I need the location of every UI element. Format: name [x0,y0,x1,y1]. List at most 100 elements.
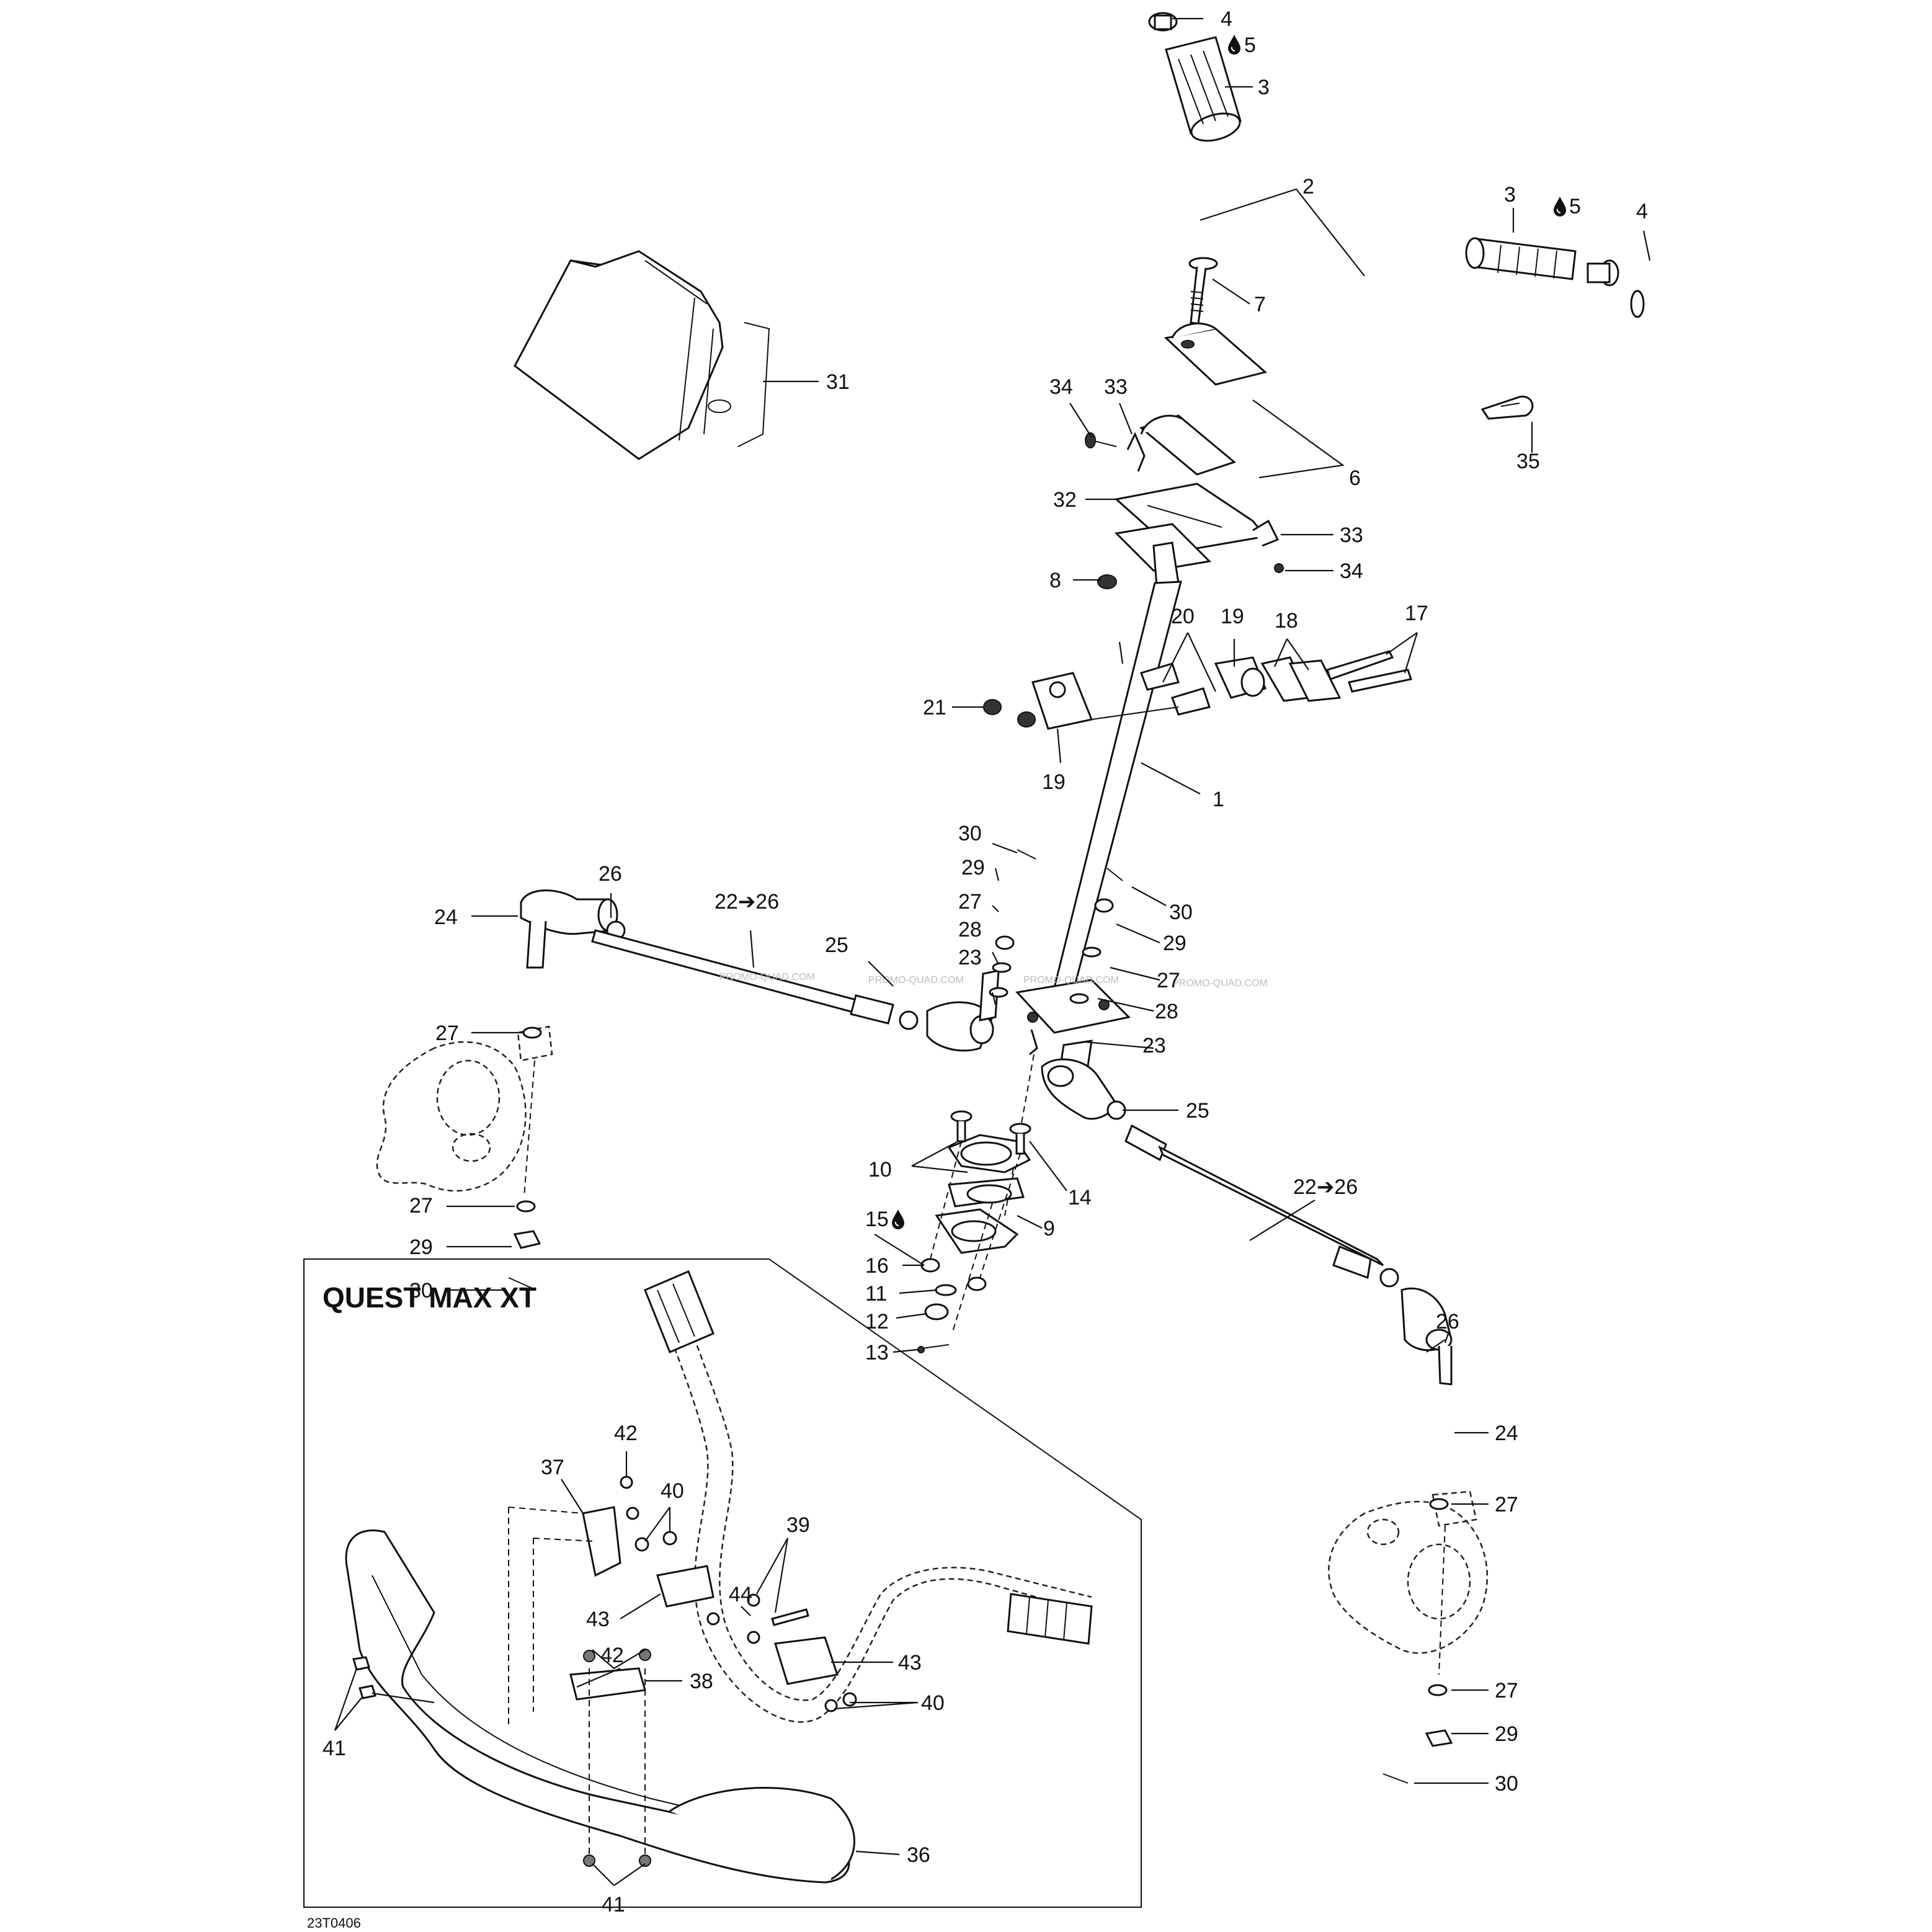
callout-7: 7 [1254,293,1266,316]
callout-34-top: 34 [1049,375,1073,399]
callout-28-right: 28 [1155,1000,1178,1023]
callout-35: 35 [1516,450,1540,473]
tie-rod-right-part-22 [1041,1039,1453,1386]
callout-26-right: 26 [1436,1310,1459,1333]
callout-27-knuckle-right-top: 27 [1495,1493,1518,1516]
callout-29-upper-right: 29 [1163,932,1186,955]
grip-part-3-top [1148,12,1242,142]
steering-knuckle-left [376,1025,553,1198]
handlebar-clamp-part-6 [1139,323,1268,476]
callout-26-left: 26 [599,862,622,886]
callout-27-knuckle-bottom-left: 27 [409,1194,433,1218]
drawing-code: 23T0406 [307,1915,361,1931]
callout-4-top: 4 [1221,7,1232,31]
callout-22-26-right: 22➔26 [1293,1175,1358,1199]
callout-29-upper-left: 29 [961,856,985,879]
handlebar-part-2 [1099,14,1649,461]
callout-18: 18 [1275,609,1298,633]
callout-4-right: 4 [1636,200,1648,223]
callout-27-upper-left: 27 [958,890,982,914]
callout-41-left: 41 [323,1737,346,1760]
callout-1: 1 [1213,788,1224,811]
callout-27-knuckle-right-bottom: 27 [1495,1679,1518,1703]
callout-29-knuckle-right: 29 [1495,1722,1518,1746]
watermarks: PROMO-QUAD.COM PROMO-QUAD.COM PROMO-QUAD… [719,972,1268,989]
callout-30-knuckle-bottom-left: 30 [409,1279,433,1302]
callout-28-left: 28 [958,918,982,942]
watermark-text: PROMO-QUAD.COM [868,975,964,986]
callout-30-upper-right: 30 [1169,901,1193,924]
callout-16: 16 [865,1254,889,1278]
callout-42-mid: 42 [600,1644,624,1667]
callout-41-bottom: 41 [602,1893,625,1916]
callout-31: 31 [826,370,850,394]
grip-part-3-right [1465,237,1619,287]
inset-quest-max-xt: QUEST MAX XT [303,1258,1142,1908]
callout-20: 20 [1171,605,1195,628]
callout-43-left: 43 [586,1608,610,1631]
callout-3-right: 3 [1504,183,1516,207]
callout-24-right: 24 [1495,1422,1518,1445]
callout-22-26-left: 22➔26 [714,890,779,914]
callout-42-top: 42 [614,1422,638,1445]
tie-rod-left-part-22 [591,929,1000,1052]
callout-25-right: 25 [1186,1099,1209,1123]
washers-and-nuts [508,849,1453,1784]
cable-tie-part-35 [1480,395,1534,420]
callout-2: 2 [1302,175,1314,198]
callout-6: 6 [1349,466,1361,490]
callout-34-mid: 34 [1340,559,1363,583]
callout-3-top: 3 [1258,76,1270,99]
callout-38: 38 [690,1670,713,1693]
callout-17: 17 [1405,602,1428,625]
callout-8: 8 [1049,569,1061,592]
pitman-arm [1004,979,1131,1216]
leader-lines [334,17,1651,1886]
handlebar-cover-part-31 [514,250,770,460]
bearing-block-parts-17-21 [983,650,1412,730]
callout-11: 11 [865,1282,887,1306]
tie-rod-end-left-part-24 [520,889,626,969]
callout-9: 9 [1043,1217,1055,1240]
callout-40-top: 40 [661,1479,684,1503]
callout-37: 37 [541,1456,564,1479]
callout-13: 13 [865,1341,889,1364]
callout-30-upper-left: 30 [958,822,982,845]
callout-40-bottom: 40 [921,1691,945,1715]
callout-15: 15 [865,1208,889,1231]
callout-36: 36 [907,1843,930,1867]
watermark-text: PROMO-QUAD.COM [1023,975,1119,986]
callout-25-left: 25 [825,933,848,957]
steering-knuckle-right [1328,1490,1489,1675]
watermark-text: PROMO-QUAD.COM [1172,978,1268,989]
watermark-text: PROMO-QUAD.COM [719,972,815,982]
callout-14: 14 [1068,1186,1092,1209]
fastener-part-34-top [1085,432,1146,472]
callout-12: 12 [865,1310,889,1333]
callout-19-bottom: 19 [1042,770,1066,794]
callout-21: 21 [923,696,946,719]
callout-32: 32 [1053,488,1077,512]
inset-title: QUEST MAX XT [323,1281,536,1314]
callout-24-left: 24 [434,906,458,929]
callout-30-knuckle-right: 30 [1495,1772,1518,1796]
callout-44: 44 [729,1583,752,1606]
callout-labels: 4 5 3 2 3 5 4 7 31 34 33 6 35 32 33 8 34… [323,7,1648,1916]
callout-27-right: 27 [1157,969,1180,992]
callout-29-knuckle-bottom-left: 29 [409,1235,433,1259]
callout-33-mid: 33 [1340,523,1363,547]
callout-5-right: 5 [1569,195,1581,218]
lower-fasteners-parts-11-12-13-16 [917,1258,987,1353]
callout-27-knuckle-left: 27 [435,1022,459,1045]
callout-5-top: 5 [1244,33,1256,57]
callout-10: 10 [868,1158,892,1182]
callout-39: 39 [786,1513,810,1537]
callout-23-left: 23 [958,946,982,969]
callout-23-right: 23 [1142,1034,1166,1057]
lower-bearing-parts-9-10-14 [930,1110,1031,1334]
callout-19-top: 19 [1221,605,1244,628]
callout-43-right: 43 [898,1651,922,1675]
callout-33-top: 33 [1104,375,1128,399]
